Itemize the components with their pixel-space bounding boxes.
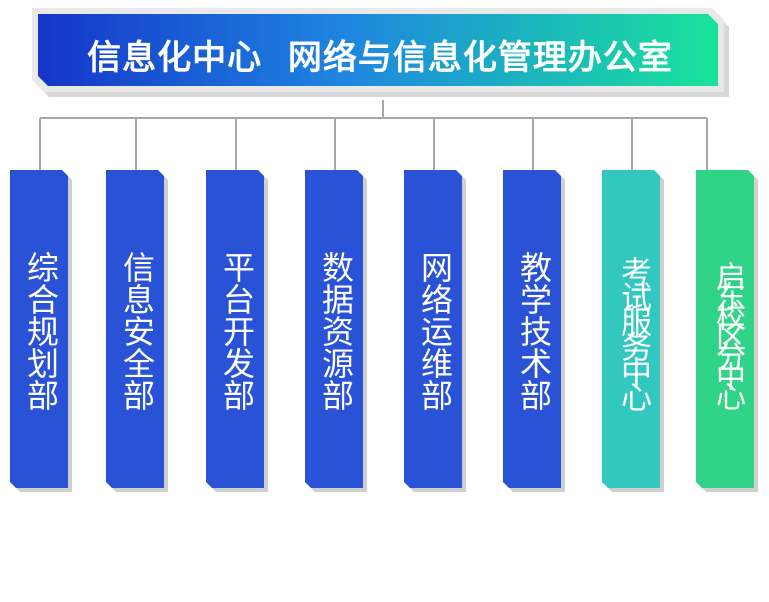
- dept-box-3: 平台开发部: [206, 170, 268, 492]
- dept-box-5: 网络运维部: [404, 170, 466, 492]
- dept-label-1: 综合规划部: [22, 251, 60, 411]
- header-title: 信息化中心 网络与信息化管理办公室: [87, 37, 673, 78]
- dept-label-2: 信息安全部: [118, 251, 156, 411]
- dept-box-4: 数据资源部: [305, 170, 367, 492]
- header-shape: [32, 8, 729, 97]
- dept-label-8: 启东校区分中心: [710, 261, 745, 401]
- dept-label-5: 网络运维部: [416, 251, 454, 411]
- dept-label-7: 考试服务中心: [615, 256, 651, 406]
- dept-label-4: 数据资源部: [317, 251, 355, 411]
- dept-box-2: 信息安全部: [106, 170, 168, 492]
- header-banner: 信息化中心 网络与信息化管理办公室: [30, 8, 730, 100]
- dept-box-7: 考试服务中心: [602, 170, 664, 492]
- dept-box-1: 综合规划部: [10, 170, 72, 492]
- dept-box-8: 启东校区分中心: [696, 170, 758, 492]
- dept-box-6: 教学技术部: [503, 170, 565, 492]
- dept-label-3: 平台开发部: [218, 251, 256, 411]
- dept-label-6: 教学技术部: [515, 251, 553, 411]
